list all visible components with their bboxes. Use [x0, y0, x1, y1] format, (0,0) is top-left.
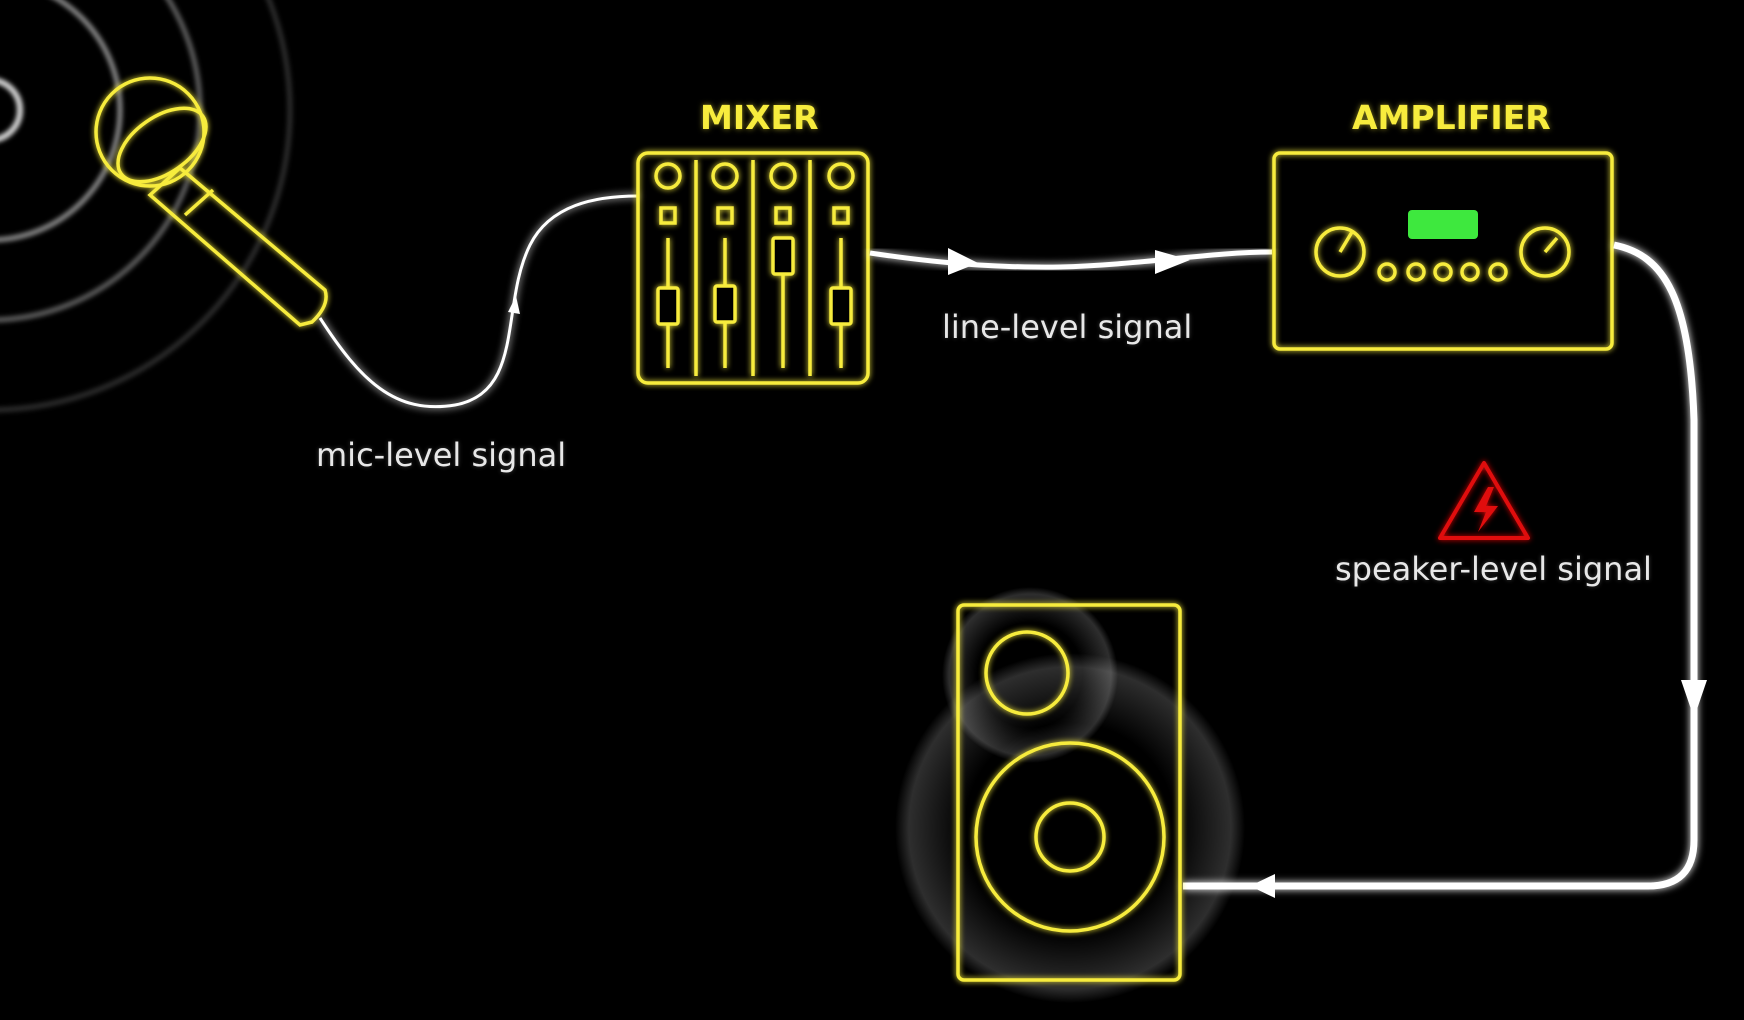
sound-waves — [0, 0, 293, 413]
amplifier-title: AMPLIFIER — [1352, 98, 1551, 137]
arrow-icon — [1681, 680, 1707, 718]
vibration-ring — [942, 587, 1118, 763]
speaker-icon — [956, 603, 1182, 982]
mic-level-cable — [318, 194, 639, 409]
amplifier-icon — [1272, 151, 1614, 351]
speaker-vibration — [895, 587, 1245, 1003]
sound-wave-ring — [0, 0, 123, 243]
microphone-icon — [94, 76, 328, 327]
mic-level-signal-label: mic-level signal — [316, 436, 567, 474]
sound-wave-ring — [0, 0, 293, 413]
speaker-level-signal-label: speaker-level signal — [1335, 550, 1652, 588]
arrow-icon — [1155, 250, 1190, 274]
arrow-icon — [948, 248, 978, 275]
mixer-icon — [636, 151, 870, 385]
high-voltage-warning-icon — [1438, 461, 1530, 540]
arrow-icon — [508, 296, 520, 314]
amplifier-display — [1408, 210, 1478, 239]
mixer-title: MIXER — [700, 98, 819, 137]
sound-wave-ring — [0, 78, 23, 142]
sound-wave-ring — [0, 0, 203, 323]
speaker-level-cable — [1183, 241, 1698, 890]
line-level-signal-label: line-level signal — [942, 308, 1193, 346]
line-level-cable — [869, 249, 1273, 270]
arrow-icon — [1250, 874, 1275, 898]
